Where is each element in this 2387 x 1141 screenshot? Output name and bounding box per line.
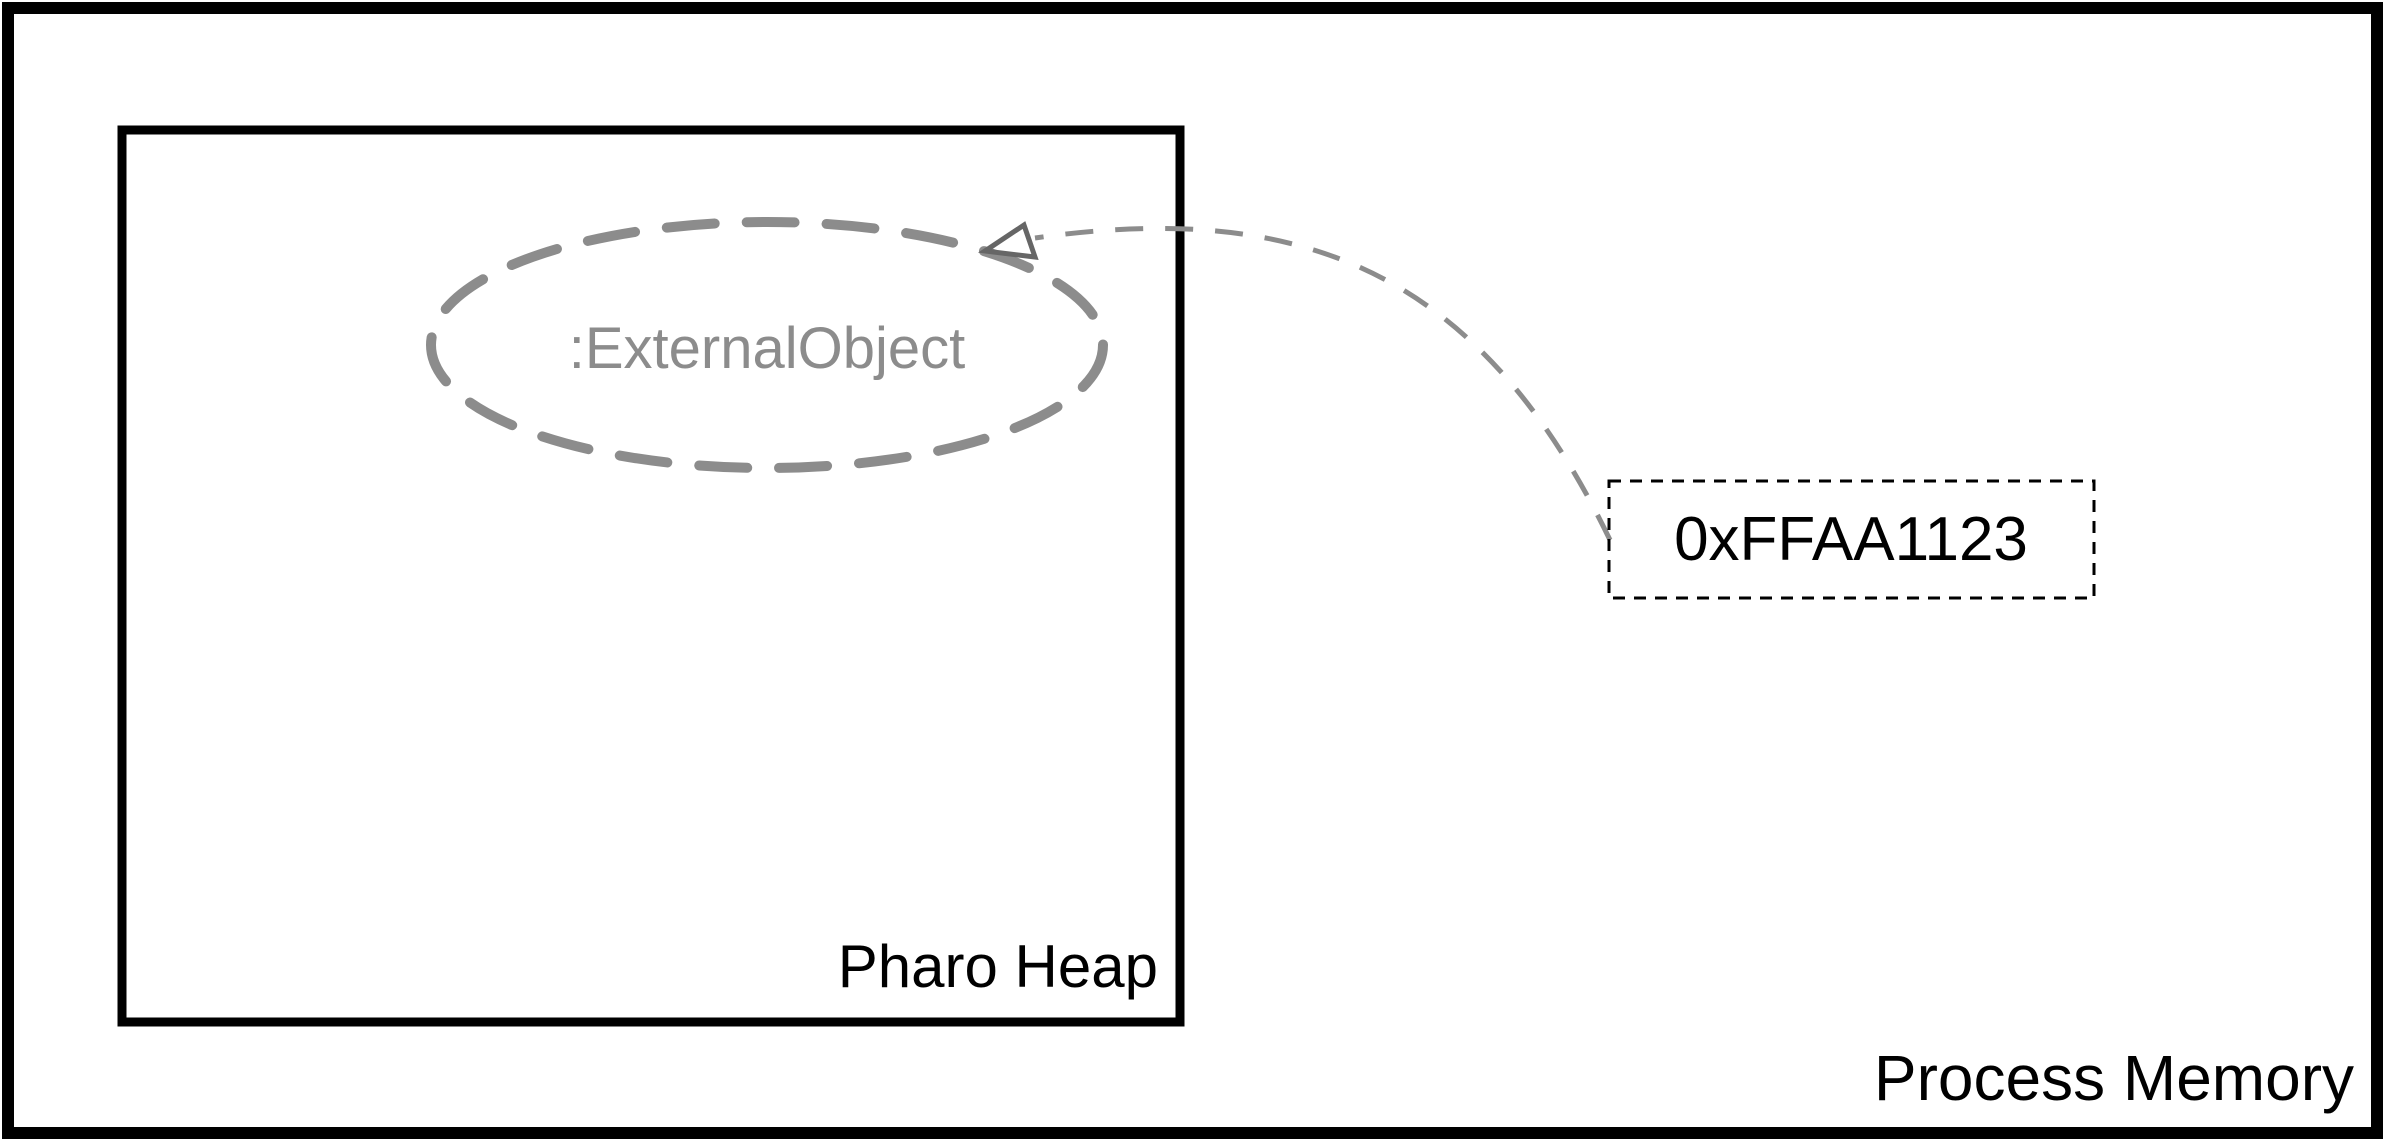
- reference-arrow-line: [1034, 225, 1613, 542]
- pharo-heap-label: Pharo Heap: [838, 933, 1158, 1000]
- reference-arrow-head-icon: [977, 221, 1039, 260]
- pointer-box: [1607, 479, 2096, 600]
- external-object-label: :ExternalObject: [569, 316, 966, 381]
- pharo-heap-box: [117, 125, 1185, 1027]
- process-memory-label: Process Memory: [1874, 1042, 2354, 1114]
- external-object-ellipse: [426, 217, 1108, 473]
- pointer-address-label: 0xFFAA1123: [1674, 505, 2028, 574]
